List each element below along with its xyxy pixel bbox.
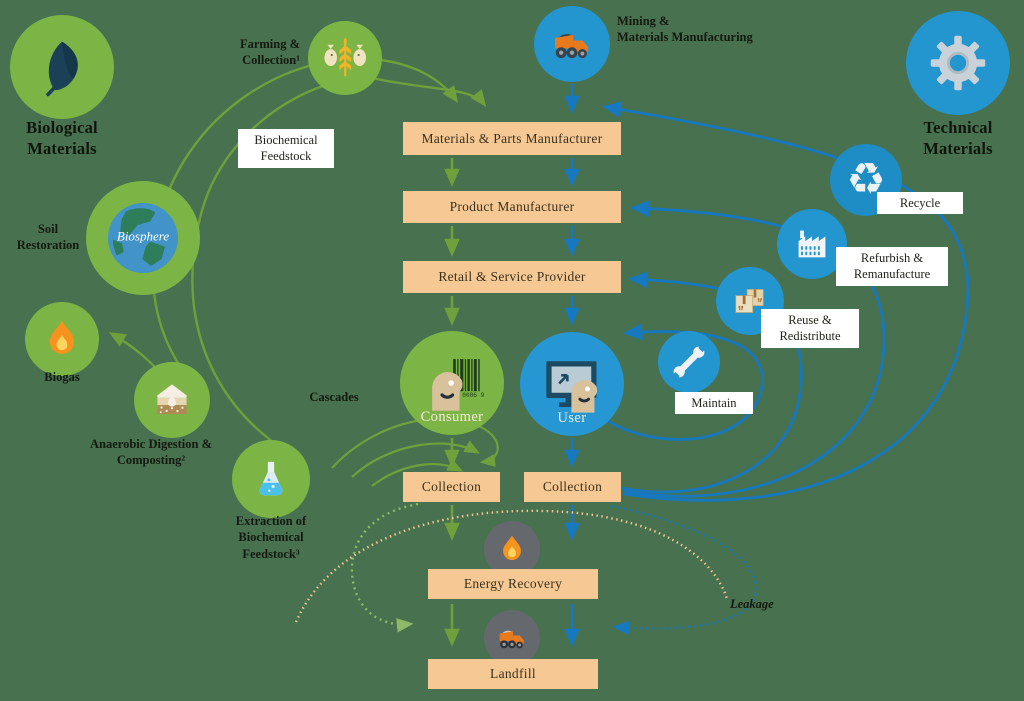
energy-flame-icon [503, 535, 521, 561]
energy-recovery-node [484, 521, 540, 577]
product-manufacturer-box: Product Manufacturer [403, 191, 621, 223]
retail-service-provider-box: Retail & Service Provider [403, 261, 621, 293]
boxes-icon [735, 289, 764, 313]
flask-icon [259, 461, 283, 496]
gear-icon [930, 35, 986, 91]
consumer-label: Consumer [420, 409, 484, 425]
farming-collection-node [308, 21, 382, 95]
green-leakage-arc [350, 502, 419, 633]
user-icon [546, 361, 598, 413]
wrench-icon [671, 343, 707, 381]
recycle-label: Recycle [877, 192, 963, 215]
product-manufacturer-label: Product Manufacturer [449, 199, 575, 214]
biochemical-feedstock-label: Biochemical Feedstock [238, 129, 334, 168]
earth-icon [108, 203, 178, 273]
anaerobic-label: Anaerobic Digestion & Composting² [90, 437, 212, 468]
collection-left-label: Collection [421, 479, 482, 494]
biological-materials-node [10, 15, 114, 119]
user-node: User [520, 332, 624, 436]
flame-icon [49, 320, 75, 354]
landfill-node [484, 610, 540, 666]
mining-label: Mining & Materials Manufacturing [617, 13, 792, 46]
blue-leakage-arc [611, 504, 758, 636]
biosphere-label: Biosphere [116, 228, 170, 244]
biogas-label: Biogas [44, 370, 80, 384]
recycle-node: ♻ [830, 144, 902, 216]
biological-materials-title: Biological Materials [26, 118, 98, 158]
dump-truck-icon [555, 34, 589, 59]
wheat-fish-icon [324, 37, 367, 77]
landfill-label: Landfill [490, 666, 536, 681]
materials-parts-manufacturer-label: Materials & Parts Manufacturer [421, 130, 603, 146]
reuse-label: Reuse & Redistribute [761, 309, 859, 348]
technical-cycle-arcs [601, 101, 970, 502]
technical-materials-title: Technical Materials [923, 118, 993, 158]
factory-icon [798, 230, 826, 258]
landfill-truck-icon [499, 630, 524, 649]
farming-collection-label: Farming & Collection¹ [239, 37, 300, 68]
energy-recovery-label: Energy Recovery [463, 576, 563, 591]
barcode-digits: 8 0006 9 [455, 392, 485, 399]
biogas-node [25, 302, 99, 376]
cascades-annotation: Cascades [309, 390, 359, 404]
leakage-annotation: Leakage [730, 597, 774, 611]
refurbish-node [777, 209, 847, 279]
user-label: User [557, 410, 587, 426]
mining-label-line2: Materials Manufacturing [617, 30, 753, 45]
biosphere-node: Biosphere [86, 181, 200, 295]
landfill-box: Landfill [428, 659, 598, 689]
technical-materials-node [906, 11, 1010, 115]
collection-left-box: Collection [403, 472, 500, 502]
compost-icon [157, 384, 187, 415]
collection-right-box: Collection [524, 472, 621, 502]
anaerobic-node [134, 362, 210, 438]
collection-right-label: Collection [542, 479, 603, 494]
maintain-label: Maintain [675, 392, 753, 415]
materials-parts-manufacturer-box: Materials & Parts Manufacturer [403, 122, 621, 155]
leaf-icon [46, 41, 78, 97]
consumer-icon: 8 0006 9 [432, 359, 485, 411]
consumer-node: 8 0006 9 Consumer [400, 331, 504, 435]
extraction-label: Extraction of Biochemical Feedstock³ [235, 514, 307, 561]
leakage-dotted-curve [294, 509, 729, 623]
refurbish-label: Refurbish & Remanufacture [836, 247, 948, 286]
mining-node [534, 6, 610, 82]
maintain-node [658, 331, 720, 393]
energy-recovery-box: Energy Recovery [428, 569, 598, 599]
soil-restoration-label: Soil Restoration [16, 222, 80, 253]
extraction-node [232, 440, 310, 518]
mining-label-line1: Mining & [617, 14, 670, 28]
retail-service-provider-label: Retail & Service Provider [438, 269, 586, 284]
